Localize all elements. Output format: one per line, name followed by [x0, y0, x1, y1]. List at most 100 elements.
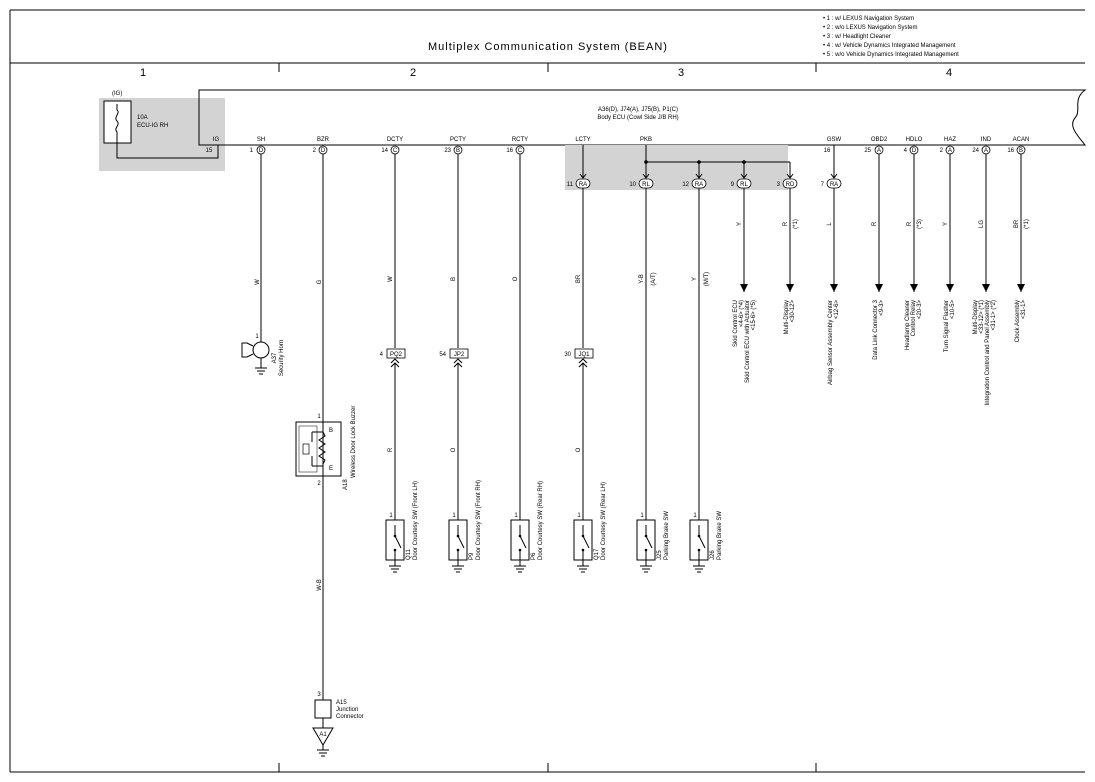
jpin-num-2: 10 — [629, 182, 636, 188]
wire-note-hdlo: (*3) — [917, 219, 923, 229]
wire-color-lcty-lower: O — [576, 447, 582, 452]
pin-name-bzr: BZR — [317, 137, 330, 143]
pin-name-rcty: RCTY — [512, 137, 528, 143]
switch-j26 — [689, 519, 709, 573]
wire-color-pcty-lower: O — [451, 447, 457, 452]
conn-jp2-num: 54 — [439, 352, 446, 358]
jpin-conn-2: RL — [642, 182, 650, 188]
pin-name-sh: SH — [257, 137, 265, 143]
fuse-icon — [115, 104, 119, 145]
conn-obd2: A — [877, 148, 881, 154]
wire-color-hdlo: R — [907, 221, 913, 226]
wire-color-skid: Y — [737, 222, 743, 226]
sw-q11-pin: 1 — [389, 513, 393, 519]
conn-jq1-id: JQ1 — [578, 352, 590, 358]
conn-box-jp2 — [449, 348, 469, 359]
conn-pq2-id: PQ2 — [390, 352, 403, 358]
dest-clock-2: <31-1> — [1021, 300, 1027, 320]
destination-labels: Skid Control ECU <4-6> (*4) Skid Control… — [733, 299, 1027, 405]
sw-q11-name: Door Courtesy SW (Front LH) — [413, 481, 419, 560]
pin-name-ind: IND — [981, 137, 992, 143]
pin-num-haz: 2 — [940, 148, 944, 154]
dest-multi2-1: Multi-Display — [973, 300, 979, 334]
fuse-source: (IG) — [112, 91, 122, 97]
note-3: • 3 : w/ Headlight Cleaner — [823, 34, 891, 40]
wire-note-multi1: (*1) — [793, 219, 799, 229]
fuse-name: ECU-IG RH — [137, 123, 168, 129]
jpin-num-1: 11 — [567, 182, 574, 188]
buzzer-id: A18 — [343, 479, 349, 490]
dest-dlc-2: <9-3> — [879, 300, 885, 316]
ecu-pin-names: IG SH BZR DCTY PCTY RCTY LCTY PKB GSW OB… — [213, 137, 1030, 143]
sw-q17-id: Q17 — [594, 548, 600, 560]
security-horn — [241, 341, 270, 375]
dest-tsf-1: Turn Signal Flasher — [944, 300, 950, 352]
zone-2-label: 2 — [410, 67, 416, 79]
note-2: • 2 : w/o LEXUS Navigation System — [823, 25, 917, 31]
sw-p9-pin: 1 — [452, 513, 456, 519]
conn-haz: A — [948, 148, 952, 154]
junction-id: A15 — [336, 700, 347, 706]
jpin-conn-4: RL — [740, 182, 748, 188]
pin-num-pcty: 23 — [444, 148, 451, 154]
buzzer-b: B — [329, 428, 333, 434]
wire-color-multi1: R — [783, 221, 789, 226]
conn-rcty: C — [518, 148, 523, 154]
wire-color-ind: LG — [979, 220, 985, 228]
jpin-num-5: 3 — [777, 182, 781, 188]
pin-name-dcty: DCTY — [387, 137, 403, 143]
ecu-connectors: A36(D), J74(A), J75(B), P1(C) — [598, 107, 678, 113]
page-title: Multiplex Communication System (BEAN) — [428, 41, 668, 53]
dest-multi2-3: Integration Control and Panel Assembly — [985, 300, 991, 405]
sw-p6-name: Door Courtesy SW (Rear RH) — [538, 481, 544, 560]
conn-box-pq2 — [386, 348, 406, 359]
wire-color-sh: W — [255, 279, 261, 285]
junction-line2: Connector — [336, 714, 364, 720]
wire-color-acan: BR — [1014, 219, 1020, 228]
dest-airbag-2: <12-6> — [834, 300, 840, 320]
pin-num-obd2: 25 — [864, 148, 871, 154]
jpin-num-4: 9 — [731, 182, 735, 188]
conn-pcty: B — [456, 148, 460, 154]
junction-connector — [312, 699, 334, 757]
dest-hlc-2: Control Relay — [911, 300, 917, 336]
switch-p9 — [448, 519, 468, 573]
buzzer-pin2: 2 — [317, 481, 321, 487]
door-lock-buzzer — [295, 421, 342, 477]
junction-block-area — [565, 145, 788, 190]
dest-skid-1: Skid Control ECU — [733, 300, 739, 347]
switch-p6 — [510, 519, 530, 573]
conn-jq1-num: 30 — [564, 352, 571, 358]
buzzer-e: E — [329, 466, 333, 472]
conn-acan: B — [1019, 148, 1023, 154]
dest-hlc-1: Headlamp Cleaner — [905, 300, 911, 350]
jpin-conn-5: RD — [786, 182, 795, 188]
pin-num-dcty: 14 — [381, 148, 388, 154]
dest-skid-3: Skid Control ECU with Actuator — [745, 300, 751, 383]
jpin-conn-1: RA — [579, 182, 587, 188]
dest-airbag-1: Airbag Sensor Assembly Center — [828, 300, 834, 385]
zone-4-label: 4 — [946, 67, 952, 79]
dest-multi1-1: Multi-Display — [784, 300, 790, 334]
sw-p6-id: P6 — [531, 552, 537, 560]
switch-q11 — [385, 519, 405, 573]
fuse-rating: 10A — [137, 115, 148, 121]
sw-j26-name: Parking Brake SW — [717, 511, 723, 560]
pin-name-ig: IG — [213, 137, 220, 143]
conn-ind: A — [984, 148, 988, 154]
sw-p6-pin: 1 — [514, 513, 518, 519]
wire-color-dcty-lower: R — [388, 447, 394, 452]
wire-note-pkb-mt: (M/T) — [704, 272, 710, 286]
pin-name-hdlo: HDLO — [906, 137, 923, 143]
sw-j25-id: J25 — [657, 550, 663, 560]
pin-name-gsw: GSW — [827, 137, 842, 143]
horn-id: A37 — [272, 352, 278, 363]
sw-q17-pin: 1 — [577, 513, 581, 519]
dest-multi1-2: <30-12> — [790, 300, 796, 323]
wire-note-acan: (*1) — [1024, 219, 1030, 229]
switch-j25 — [636, 519, 656, 573]
dest-dlc-1: Data Link Connector 3 — [873, 299, 879, 359]
pin-name-pkb: PKB — [640, 137, 652, 143]
conn-sh: D — [259, 148, 264, 154]
junction-arrows — [579, 173, 838, 179]
